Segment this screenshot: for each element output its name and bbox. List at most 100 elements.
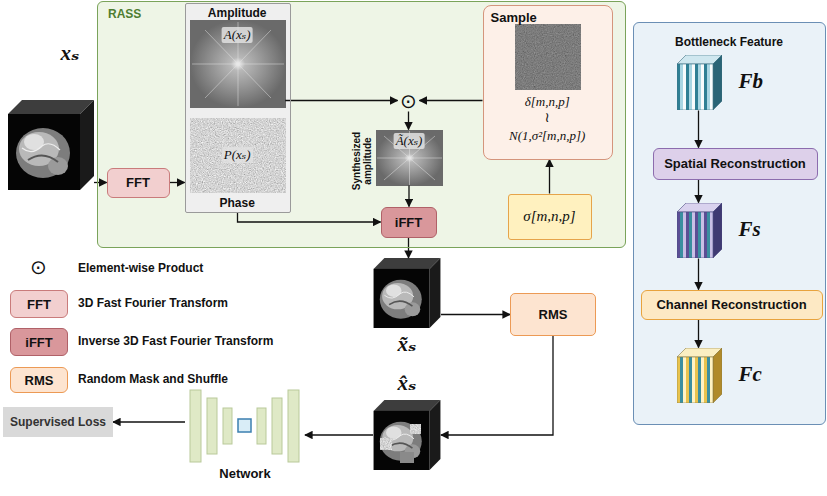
node-label: P(xₛ) [222, 147, 253, 163]
arrow-connector [441, 314, 510, 315]
feature-volume [677, 55, 722, 110]
rass-panel-fill [97, 1, 626, 248]
node-label: ⊙ [400, 90, 417, 112]
spectrum-panel: AmplitudePhaseA(xₛ)P(xₛ) [185, 3, 291, 213]
legend-symbol: ⊙ [30, 256, 47, 278]
node-label: Phase [220, 196, 255, 210]
arrow-connector [420, 100, 483, 101]
legend-text: Element-wise Product [78, 261, 203, 275]
synth-spectrum [376, 130, 443, 186]
sample-box-fill [483, 5, 613, 160]
phase-spectrum [190, 118, 286, 193]
loss-box: Supervised Loss [3, 407, 113, 437]
arrow-connector [408, 186, 409, 207]
node-label: δ[m,n,p] [525, 94, 570, 110]
arrow-connector [238, 213, 381, 223]
spectrum-panel-fill [185, 3, 291, 213]
arrow-connector [408, 112, 409, 130]
panel-fills [97, 1, 826, 425]
channel-box: Channel Reconstruction [641, 290, 823, 320]
unet-layer [190, 390, 201, 462]
phase-image: P(xₛ) [189, 117, 285, 192]
unet-shape [190, 390, 299, 462]
synth-volume: x̃ₛ [373, 258, 441, 355]
mask-patch [400, 452, 414, 463]
node-label: N(1,σ²[m,n,p]) [509, 128, 585, 144]
unet-layer [223, 408, 232, 444]
augmented-volume: x̂ₛ [373, 370, 441, 470]
feature-cube: Fs [677, 203, 772, 259]
node-label: RASS [108, 7, 141, 21]
legend-text: Random Mask and Shuffle [78, 372, 228, 386]
node-label: A(xₛ) [222, 27, 253, 43]
product-operator: ⊙ [398, 90, 420, 112]
node-label: Fs [739, 217, 761, 242]
node-label: x̃ₛ [398, 331, 417, 357]
fft-box: FFT [107, 168, 170, 198]
feature-cube: Fb [677, 55, 772, 111]
node-label: FFT [126, 175, 150, 190]
rotated-label: Synthesized amplitude [351, 129, 373, 193]
node-label: Bottleneck Feature [675, 35, 783, 49]
legend-swatch: iFFT [10, 328, 68, 356]
node-label: Ã(xₛ) [394, 133, 425, 149]
arrow-connector [698, 111, 699, 148]
noise-sample [515, 24, 581, 90]
synth-image: Ã(xₛ) [376, 130, 443, 186]
arrow-connector [285, 100, 397, 101]
arrow-connector [698, 259, 699, 290]
unet-bottleneck [238, 419, 251, 432]
feature-volume [677, 203, 722, 258]
unet-layer [207, 398, 217, 454]
sigma-box: σ[m,n,p] [508, 194, 592, 240]
input-volume: xₛ [8, 40, 94, 190]
legend-sample-label: RMS [25, 373, 54, 388]
rass-panel: RASSAmplitudePhaseA(xₛ)P(xₛ)Sampleδ[m,n,… [97, 1, 626, 248]
node-label: Fc [739, 362, 762, 387]
arrow-connector [113, 421, 185, 422]
node-label: iFFT [395, 215, 422, 230]
bottleneck-panel-fill [633, 22, 826, 425]
rms-box: RMS [510, 293, 596, 336]
bottleneck-panel: Bottleneck FeatureFbSpatial Reconstructi… [633, 22, 826, 425]
unet-layer [272, 398, 282, 454]
legend-swatch: FFT [10, 290, 68, 318]
spatial-box: Spatial Reconstruction [653, 148, 818, 180]
legend-text: 3D Fast Fourier Transform [78, 296, 228, 310]
unet-layer [288, 390, 299, 462]
node-label: Fb [739, 69, 764, 94]
legend-text: Inverse 3D Fast Fourier Transform [78, 334, 273, 348]
spectrum-rays [192, 22, 284, 106]
legend-sample-label: FFT [27, 297, 51, 312]
node-label: xₛ [61, 40, 80, 66]
spectrum-rays [377, 131, 442, 185]
brain-volume [374, 258, 441, 328]
node-label: RMS [539, 307, 568, 322]
sample-box: Sampleδ[m,n,p]≀N(1,σ²[m,n,p]) [483, 5, 613, 160]
arrow-connector [698, 320, 699, 348]
amplitude-image: A(xₛ) [189, 19, 285, 107]
shuffle-patch [410, 424, 421, 434]
legend-swatch: RMS [10, 367, 68, 393]
arrow-connector [441, 336, 553, 435]
legend-sample-label: iFFT [25, 335, 52, 350]
node-label: Supervised Loss [10, 415, 106, 429]
node-label: Channel Reconstruction [656, 297, 806, 312]
arrow-connector [94, 182, 107, 183]
amplitude-spectrum [190, 20, 286, 108]
node-label: σ[m,n,p] [523, 208, 575, 225]
unet-layer [257, 408, 266, 444]
arrow-connector [170, 182, 185, 183]
feature-cube: Fc [677, 348, 772, 404]
node-label: x̂ₛ [398, 370, 417, 396]
arrow-connector [305, 434, 373, 435]
feature-volume [677, 348, 722, 403]
brain-volume [8, 100, 94, 190]
node-label: ≀ [545, 110, 550, 124]
brain-volume [374, 400, 441, 470]
node-label: Network [219, 466, 270, 481]
arrow-connector [549, 160, 550, 194]
mask-patch [380, 438, 392, 450]
arrow-connector [698, 180, 699, 203]
